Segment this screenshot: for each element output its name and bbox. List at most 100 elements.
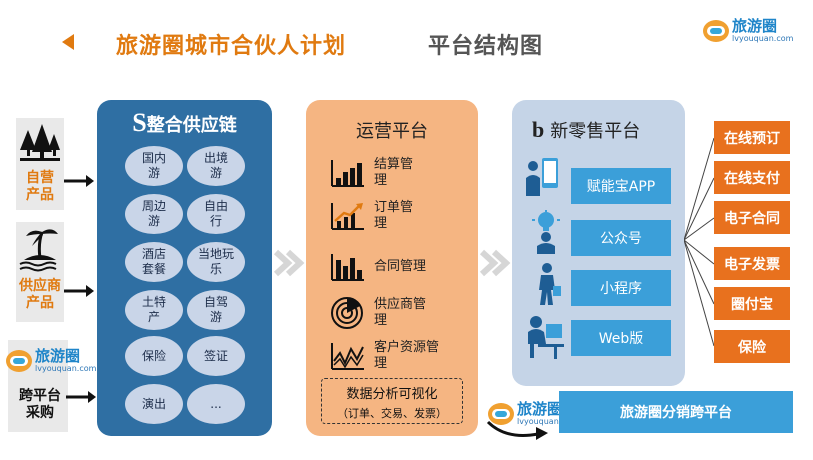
- supply-item: 国内游: [125, 146, 183, 186]
- supply-item-label: 当地玩: [197, 247, 234, 261]
- ops-label: 客户资源管: [374, 340, 440, 355]
- logo-url: lvyouquan.com: [35, 364, 97, 373]
- trees-icon: [20, 124, 60, 161]
- channel-web: Web版: [571, 320, 671, 356]
- analytics-box: 数据分析可视化 （订单、交易、发票）: [321, 378, 463, 424]
- service-e-contract: 电子合同: [714, 201, 790, 234]
- service-quanfubao: 圈付宝: [714, 287, 790, 320]
- supply-item: 保险: [125, 336, 183, 376]
- supply-chain-title: S整合供应链: [97, 108, 272, 138]
- desk-user-icon: [528, 316, 564, 359]
- line-chart-icon: [331, 343, 364, 370]
- ops-label: 供应商管: [374, 297, 427, 312]
- radar-icon: [331, 297, 363, 329]
- supply-item: 周边游: [125, 194, 183, 234]
- analytics-detail: （订单、交易、发票）: [337, 407, 447, 420]
- supply-item-label-cont: 行: [209, 214, 222, 228]
- supply-chain-title-text: 整合供应链: [146, 115, 237, 136]
- arrow-icon: [64, 285, 94, 297]
- operations-title: 运营平台: [356, 121, 428, 142]
- ops-label-cont: 理: [374, 216, 388, 231]
- logo-name: 旅游圈: [517, 400, 563, 418]
- channel-app: 赋能宝APP: [571, 168, 671, 204]
- logo-name: 旅游圈: [732, 17, 778, 35]
- bar-chart-icon: [331, 160, 364, 187]
- ops-label-cont: 理: [374, 356, 388, 371]
- ops-label: 合同管理: [374, 259, 427, 274]
- ops-label: 订单管: [374, 200, 414, 215]
- page-title: 旅游圈城市合伙人计划: [116, 34, 347, 59]
- ops-item-settlement: 结算管理: [330, 157, 413, 189]
- connector-lines: [684, 137, 715, 347]
- ops-item-suppliers: 供应商管理: [330, 296, 426, 330]
- supply-item-label: 土特: [141, 295, 166, 309]
- supply-item: 自由行: [187, 194, 245, 234]
- growth-chart-icon: [331, 203, 364, 230]
- supply-item-label: 周边: [141, 199, 166, 213]
- supply-item-label-cont: 游: [147, 166, 160, 180]
- page-subtitle: 平台结构图: [428, 34, 544, 59]
- supply-item-label-cont: 游: [209, 166, 222, 180]
- source-label-cross-2: 采购: [26, 405, 54, 421]
- curved-arrow-icon: [486, 420, 548, 440]
- ops-item-contracts: 合同管理: [330, 252, 426, 282]
- bulb-user-icon: [532, 210, 560, 254]
- supply-item-label-cont: 游: [147, 214, 160, 228]
- chevron-arrow-icon: [479, 249, 511, 277]
- supply-item: 出境游: [187, 146, 245, 186]
- retail-title-text: 新零售平台: [550, 121, 641, 142]
- supply-item-label: ...: [210, 396, 222, 411]
- logo-name: 旅游圈: [35, 347, 81, 365]
- title-arrow-icon: [62, 34, 74, 50]
- supply-item: 签证: [187, 336, 245, 376]
- ops-item-orders: 订单管理: [330, 200, 413, 232]
- logo-icon: [488, 402, 514, 425]
- brand-logo: 旅游圈 lvyouquan.com: [703, 18, 793, 43]
- phone-user-icon: [526, 158, 558, 196]
- logo-url: lvyouquan.com: [517, 417, 579, 426]
- operations-panel: [306, 100, 478, 436]
- supply-item: 土特产: [125, 290, 183, 330]
- source-label-own-2: 产品: [26, 187, 54, 203]
- supply-chain-panel: [97, 100, 272, 436]
- service-insurance: 保险: [714, 330, 790, 363]
- source-logo: 旅游圈 lvyouquan.com: [6, 348, 96, 373]
- ops-label-cont: 理: [374, 173, 388, 188]
- supply-item-label: 签证: [203, 348, 228, 363]
- logo-icon: [6, 349, 32, 372]
- supply-item-label-cont: 游: [209, 310, 222, 324]
- supply-item-label-cont: 乐: [209, 262, 222, 276]
- logo-icon: [703, 19, 729, 42]
- supply-item-label: 出境: [203, 151, 228, 165]
- arrow-icon: [66, 391, 96, 403]
- retail-letter: b: [532, 117, 545, 142]
- supply-item-label-cont: 产: [147, 310, 160, 324]
- distribution-platform: 旅游圈分销跨平台: [559, 391, 793, 433]
- supply-item: ...: [187, 384, 245, 424]
- ops-label: 结算管: [374, 157, 414, 172]
- supply-item-label: 自由: [203, 199, 228, 213]
- supply-item-label: 保险: [141, 348, 166, 363]
- chevron-arrow-icon: [273, 249, 305, 277]
- source-label-supplier-2: 产品: [26, 295, 54, 311]
- source-label-supplier-1: 供应商: [19, 278, 61, 294]
- supply-item-label: 演出: [141, 396, 166, 411]
- distribution-logo: 旅游圈 lvyouquan.com: [488, 401, 578, 426]
- channel-official-account: 公众号: [571, 220, 671, 256]
- arrow-icon: [64, 175, 94, 187]
- logo-url: lvyouquan.com: [732, 34, 794, 43]
- supply-item-label: 酒店: [141, 247, 166, 261]
- service-e-invoice: 电子发票: [714, 247, 790, 280]
- supply-item: 演出: [125, 384, 183, 424]
- supply-item-label: 国内: [141, 151, 166, 165]
- island-icon: [19, 229, 58, 272]
- bar-chart-icon: [331, 254, 364, 281]
- supply-item-label: 自驾: [203, 295, 228, 309]
- source-label-own-1: 自营: [26, 170, 54, 186]
- channel-mini-program: 小程序: [571, 270, 671, 306]
- supply-item: 自驾游: [187, 290, 245, 330]
- service-online-payment: 在线支付: [714, 161, 790, 194]
- ops-item-crm: 客户资源管理: [330, 340, 439, 372]
- ops-label-cont: 理: [374, 313, 388, 328]
